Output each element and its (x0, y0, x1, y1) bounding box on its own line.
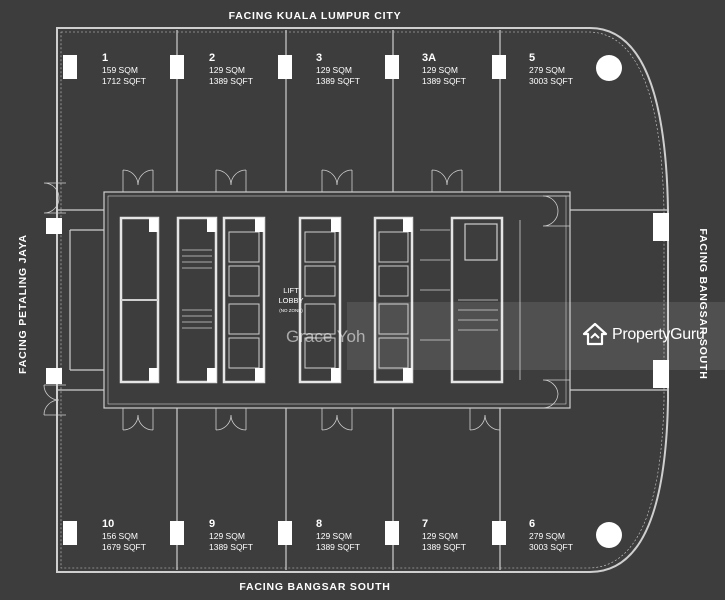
facing-left-label: FACING PETALING JAYA (17, 234, 29, 374)
unit-3: 3 129 SQM 1389 SQFT (316, 52, 360, 86)
column (653, 213, 669, 241)
lift-bank-3 (373, 216, 414, 384)
unit-sqft: 1712 SQFT (102, 75, 146, 86)
lift-bank-1 (222, 216, 266, 384)
facing-bottom-label: FACING BANGSAR SOUTH (239, 581, 391, 593)
outline-inner (60, 31, 665, 569)
unit-7: 7 129 SQM 1389 SQFT (422, 518, 466, 552)
column (385, 55, 399, 79)
unit-number: 10 (102, 518, 115, 530)
unit-number: 3 (316, 52, 323, 64)
column (63, 55, 77, 79)
column (170, 521, 184, 545)
unit-sqft: 3003 SQFT (529, 541, 573, 552)
unit-sqft: 1389 SQFT (422, 541, 466, 552)
unit-sqm: 129 SQM (209, 531, 245, 541)
column (596, 522, 622, 548)
lift-bank-2 (298, 216, 342, 384)
unit-2: 2 129 SQM 1389 SQFT (209, 52, 253, 86)
unit-sqm: 156 SQM (102, 531, 138, 541)
unit-sqft: 1679 SQFT (102, 541, 146, 552)
watermark-agent: Grace Yoh (286, 327, 366, 346)
unit-10: 10 156 SQM 1679 SQFT (102, 518, 146, 552)
unit-number: 2 (209, 52, 216, 64)
column (46, 368, 62, 384)
column (653, 360, 669, 388)
column (596, 55, 622, 81)
unit-sqft: 1389 SQFT (316, 541, 360, 552)
unit-6: 6 279 SQM 3003 SQFT (529, 518, 573, 552)
unit-sqft: 1389 SQFT (422, 75, 466, 86)
unit-1: 1 159 SQM 1712 SQFT (102, 52, 146, 86)
unit-sqm: 129 SQM (209, 65, 245, 75)
column (278, 521, 292, 545)
unit-sqm: 279 SQM (529, 531, 565, 541)
unit-number: 1 (102, 52, 109, 64)
unit-9: 9 129 SQM 1389 SQFT (209, 518, 253, 552)
corridor (103, 191, 571, 409)
service-core (450, 216, 504, 384)
lobby-title-1: LIFT (283, 286, 299, 295)
unit-sqm: 129 SQM (316, 65, 352, 75)
floor-outline (56, 27, 669, 573)
unit-number: 3A (422, 52, 437, 64)
lobby-title-2: LOBBY (278, 296, 304, 305)
unit-sqft: 3003 SQFT (529, 75, 573, 86)
propertyguru-logo-icon (582, 322, 608, 346)
unit-sqft: 1389 SQFT (209, 541, 253, 552)
stair-1 (176, 216, 218, 384)
unit-number: 9 (209, 518, 216, 530)
column (385, 521, 399, 545)
column (492, 55, 506, 79)
unit-sqm: 129 SQM (316, 531, 352, 541)
unit-3a: 3A 129 SQM 1389 SQFT (422, 52, 466, 86)
lift-lobby-label: LIFT LOBBY (NO ZONE) (262, 286, 320, 316)
unit-sqft: 1389 SQFT (316, 75, 360, 86)
brand-name: PropertyGuru (612, 326, 705, 343)
unit-sqm: 129 SQM (422, 531, 458, 541)
unit-sqm: 129 SQM (422, 65, 458, 75)
unit-5: 5 279 SQM 3003 SQFT (529, 52, 573, 86)
watermark-brand: PropertyGuru (582, 322, 705, 348)
lobby-sub: (NO ZONE) (279, 308, 303, 313)
column (63, 521, 77, 545)
watermark-band (347, 302, 725, 370)
column (278, 55, 292, 79)
unit-number: 6 (529, 518, 536, 530)
column (170, 55, 184, 79)
unit-8: 8 129 SQM 1389 SQFT (316, 518, 360, 552)
unit-number: 7 (422, 518, 429, 530)
column (492, 521, 506, 545)
unit-sqft: 1389 SQFT (209, 75, 253, 86)
unit-number: 5 (529, 52, 536, 64)
facing-top-label: FACING KUALA LUMPUR CITY (228, 10, 402, 22)
unit-sqm: 279 SQM (529, 65, 565, 75)
unit-number: 8 (316, 518, 323, 530)
column (46, 218, 62, 234)
unit-sqm: 159 SQM (102, 65, 138, 75)
